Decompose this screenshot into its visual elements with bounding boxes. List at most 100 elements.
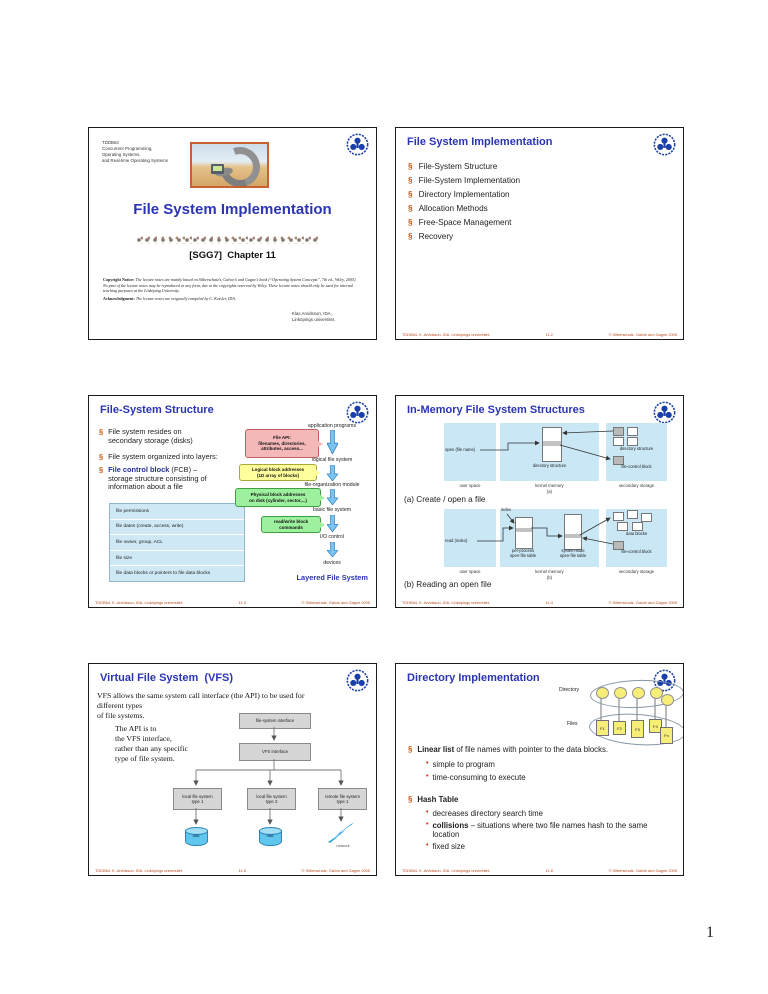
sub-bullet-marker: • <box>426 773 429 780</box>
directory-entry-circle <box>661 694 674 706</box>
down-arrow-icon <box>327 465 338 481</box>
sub-caption: (a) <box>546 489 553 494</box>
slide-footer: TDDB64, K. Arvidsson, IDA, Linköpings un… <box>95 868 370 873</box>
layer-label: application programs <box>307 423 357 429</box>
sub-caption: (b) <box>546 575 553 580</box>
author-credit: Klas Arvidsson, IDA, Linköpings universi… <box>292 311 336 323</box>
course-header: TDDB64 Concurrent Programming, Operating… <box>102 140 168 164</box>
sub-bullet-marker: • <box>426 809 429 816</box>
section-marker: § <box>408 176 413 185</box>
footer-copyright: © Silberschatz, Galvin and Gagne 2005 <box>608 332 677 337</box>
panel-caption: kernel memory <box>535 569 564 574</box>
section-marker: § <box>99 465 104 474</box>
slide-footer: TDDB64, K. Arvidsson, IDA, Linköpings un… <box>402 868 677 873</box>
per-process-table-label: per-process open-file table <box>509 548 537 558</box>
storage-block <box>613 427 624 436</box>
file-api-callout: File API: filenames, directories, attrib… <box>245 429 323 458</box>
bullet-text: File control block (FCB) – storage struc… <box>108 465 221 492</box>
file-control-block <box>613 541 624 550</box>
fcb-row: file permissions <box>110 504 244 520</box>
section-marker: § <box>99 427 104 436</box>
sub-bullet: fixed size <box>432 842 465 851</box>
linear-list-term: Linear list <box>417 745 455 754</box>
slide-2-agenda: File System Implementation §File-System … <box>395 127 684 340</box>
copyright-block: Copyright Notice: The lecture notes are … <box>103 277 360 301</box>
collisions-term: collisions <box>432 821 469 830</box>
directory-structure-box <box>542 427 562 462</box>
disk-cylinder-icon: disk <box>185 827 208 846</box>
agenda-item: Allocation Methods <box>418 204 488 213</box>
footer-page-number: 11.2 <box>545 332 553 337</box>
panel-caption: secondary storage <box>618 483 655 488</box>
open-call-label: open (file name) <box>445 447 476 452</box>
bullet-text: File system organized into layers: <box>108 452 218 461</box>
down-arrow-icon <box>327 489 338 505</box>
down-arrow-icon <box>327 515 338 532</box>
diagram-b-caption: (b) Reading an open file <box>404 580 492 589</box>
sub-bullet-marker: • <box>426 760 429 767</box>
data-block <box>627 510 638 519</box>
directory-label: Directory <box>559 687 580 693</box>
system-wide-table-box <box>564 514 582 550</box>
footer-page-number: 11.3 <box>238 600 246 605</box>
layer-label: devices <box>323 560 341 566</box>
university-logo-icon <box>653 669 676 692</box>
down-arrow-icon <box>327 430 338 454</box>
agenda-item: Directory Implementation <box>418 190 510 199</box>
copyright-label: Copyright Notice: <box>103 277 135 282</box>
fcb-row: file data blocks or pointers to file dat… <box>110 566 244 581</box>
storage-block <box>627 427 638 436</box>
directory-entry-circle <box>596 687 609 699</box>
sub-bullet-marker: • <box>426 821 429 828</box>
data-block <box>632 522 643 531</box>
layer-label: I/O control <box>320 534 344 540</box>
directory-entry-circle <box>650 687 663 699</box>
data-block <box>641 513 652 522</box>
slide-1-title-slide: TDDB64 Concurrent Programming, Operating… <box>88 127 377 340</box>
slide-5-virtual-file-system: Virtual File System (VFS) VFS allows the… <box>88 663 377 876</box>
disk-cylinder-icon: disk <box>259 827 282 846</box>
file-icon: F4 <box>649 719 662 733</box>
vfs-api-text: The API is to the VFS interface, rather … <box>115 724 188 764</box>
connector-arrows <box>477 430 614 545</box>
directory-entry-circle <box>632 687 645 699</box>
fcb-row: file size <box>110 550 244 567</box>
hash-table-heading: Hash Table <box>417 795 459 804</box>
layer-label: logical file system <box>311 457 353 463</box>
caterpillar-divider <box>136 235 320 244</box>
linear-list-bullet: Linear list of file names with pointer t… <box>417 745 608 754</box>
footer-course: TDDB64, K. Arvidsson, IDA, Linköpings un… <box>95 868 184 873</box>
storage-directory-label: directory structure <box>619 446 654 451</box>
panel-caption: kernel memory <box>535 483 564 488</box>
connector-lines <box>193 727 344 825</box>
section-marker: § <box>99 452 104 461</box>
footer-page-number: 11.5 <box>238 868 246 873</box>
linear-list-rest: of file names with pointer to the data b… <box>454 745 609 754</box>
slide-4-in-memory-structures: In-Memory File System Structures open (f… <box>395 395 684 608</box>
disk-label: disk <box>192 834 200 838</box>
user-space-panel <box>444 423 496 481</box>
file-icon: F3 <box>631 720 644 738</box>
per-process-table-box <box>515 517 533 549</box>
agenda-item: File-System Implementation <box>418 176 521 185</box>
physical-block-callout: Physical block addresses on disk (cylind… <box>235 488 325 507</box>
vfs-interface-box: VFS interface <box>239 743 311 761</box>
slide-footer: TDDB64, K. Arvidsson, IDA, Linköpings un… <box>95 600 370 605</box>
slide-6-directory-implementation: Directory Implementation Directory F1 F2… <box>395 663 684 876</box>
file-control-block-label: file-control block <box>621 464 652 469</box>
files-label: Files <box>567 721 578 727</box>
slide-3-file-system-structure: File-System Structure §File system resid… <box>88 395 377 608</box>
agenda-item: Free-Space Management <box>418 218 512 227</box>
section-marker: § <box>408 204 413 213</box>
diagram-caption: Layered File System <box>296 573 368 582</box>
fcb-row: file owner, group, ACL <box>110 535 244 551</box>
read-call-label: read (index) <box>445 538 468 543</box>
footer-course: TDDB64, K. Arvidsson, IDA, Linköpings un… <box>95 600 184 605</box>
data-blocks-label: data blocks <box>625 531 648 536</box>
footer-course: TDDB64, K. Arvidsson, IDA, Linköpings un… <box>402 332 491 337</box>
data-block <box>613 512 624 521</box>
footer-copyright: © Silberschatz, Galvin and Gagne 2005 <box>608 868 677 873</box>
section-marker: § <box>408 162 413 171</box>
section-marker: § <box>408 795 413 804</box>
slide-footer: TDDB64, K. Arvidsson, IDA, Linköpings un… <box>402 600 677 605</box>
